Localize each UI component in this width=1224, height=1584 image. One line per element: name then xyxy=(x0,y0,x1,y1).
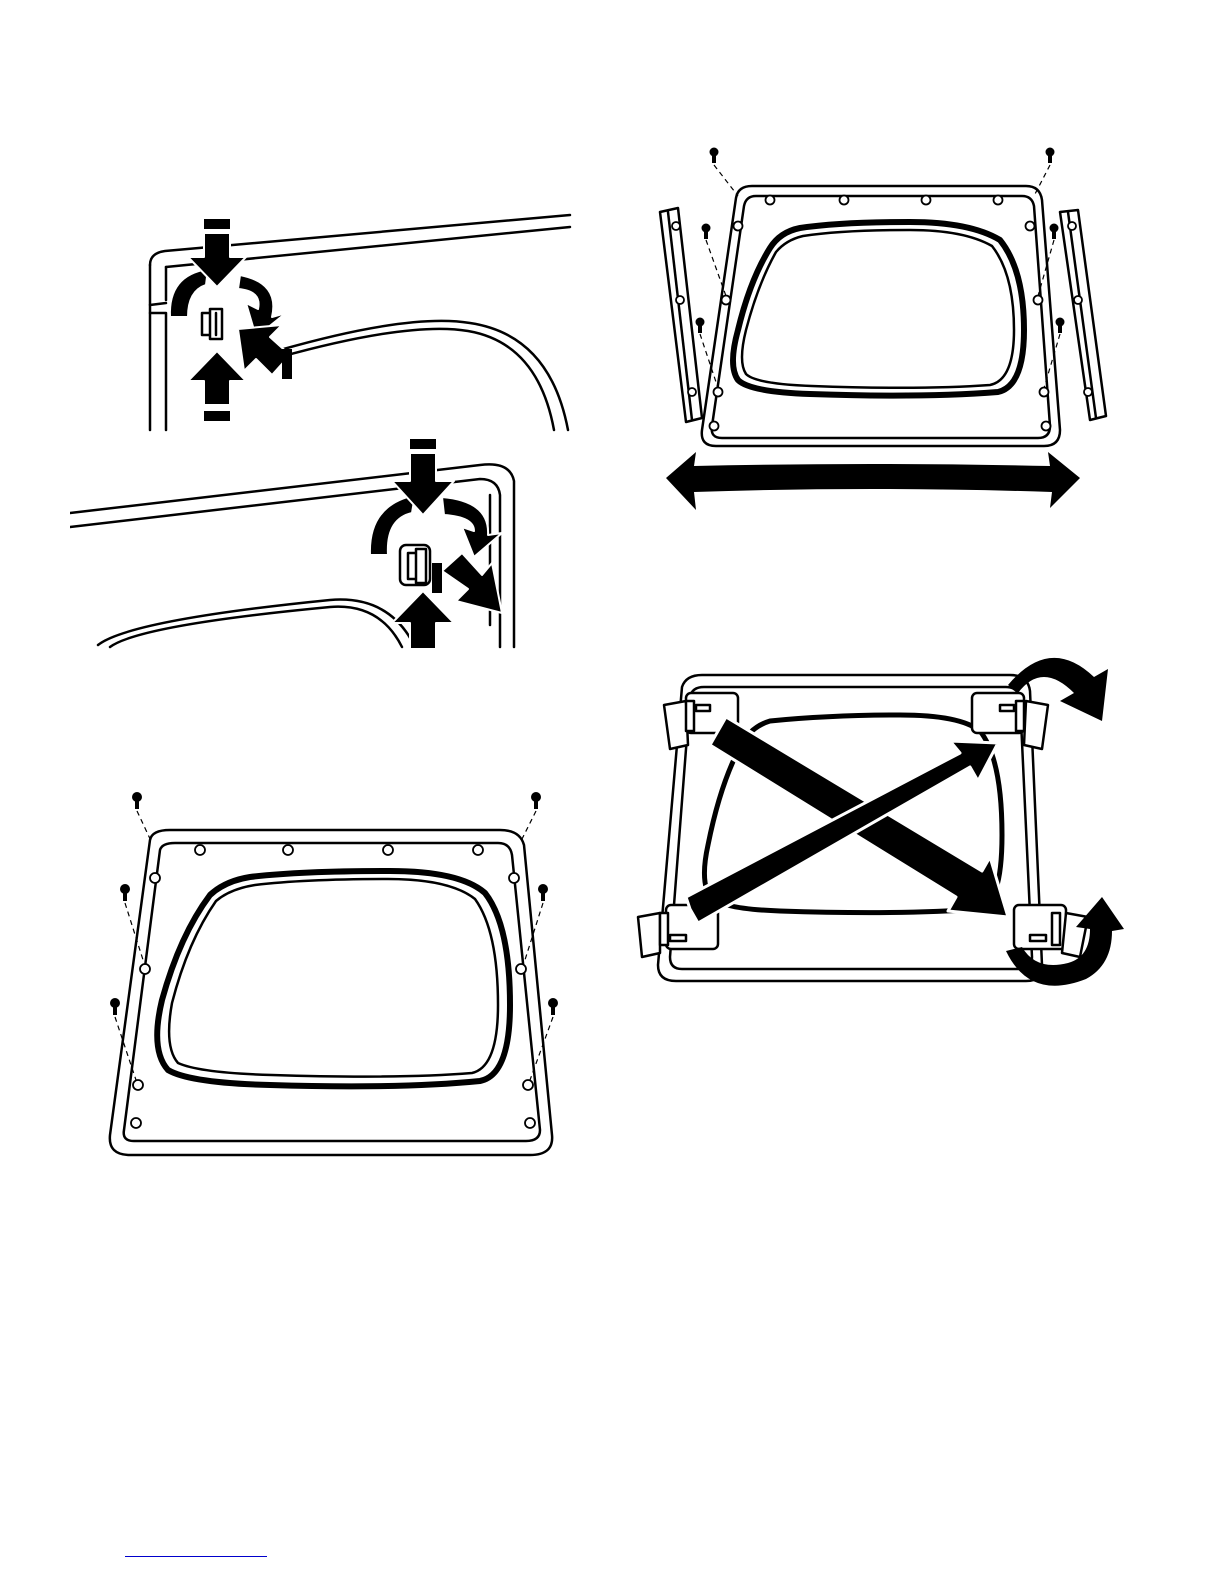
footer-link-underline[interactable] xyxy=(125,1556,267,1557)
screw-icon xyxy=(524,884,548,963)
latch-illustration-middle xyxy=(70,435,530,650)
screw-icon xyxy=(702,224,727,297)
door-rotate-svg xyxy=(630,635,1130,1005)
screw-icon xyxy=(1044,318,1065,389)
screw-icon xyxy=(520,792,541,843)
door-rotate-hinges-illustration xyxy=(630,635,1130,1005)
screw-icon xyxy=(530,998,558,1080)
screw-icon xyxy=(710,148,739,197)
latch-top-svg xyxy=(140,205,580,435)
hinge-icon xyxy=(1014,905,1088,957)
door-panel-screws-illustration xyxy=(100,785,570,1165)
screw-icon xyxy=(120,884,144,963)
screw-icon xyxy=(696,318,719,389)
door-panel-hinge-strips-illustration xyxy=(640,140,1110,520)
door-panel-svg xyxy=(100,785,570,1165)
door-panel-strips-svg xyxy=(640,140,1110,520)
latch-illustration-top xyxy=(140,205,580,435)
latch-middle-svg xyxy=(70,435,530,650)
screw-icon xyxy=(132,792,152,843)
